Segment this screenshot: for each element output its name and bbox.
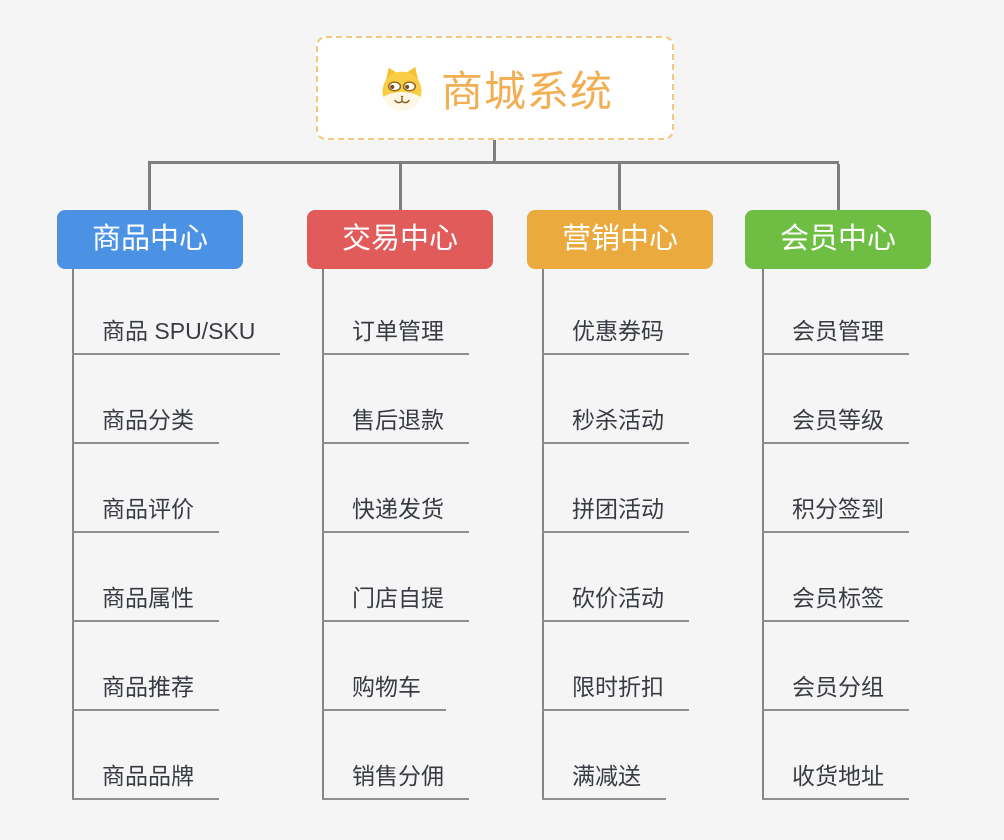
leaf-node[interactable]: 会员标签 [762,583,909,622]
connector-drop-products [148,164,151,210]
leaf-node[interactable]: 优惠券码 [542,316,689,355]
leaf-node[interactable]: 会员等级 [762,405,909,444]
leaf-node[interactable]: 秒杀活动 [542,405,689,444]
leaf-node[interactable]: 拼团活动 [542,494,689,533]
leaf-node[interactable]: 商品分类 [72,405,219,444]
leaf-node[interactable]: 订单管理 [322,316,469,355]
leaf-node[interactable]: 砍价活动 [542,583,689,622]
leaf-node[interactable]: 积分签到 [762,494,909,533]
connector-drop-marketing [618,164,621,210]
leaf-node[interactable]: 售后退款 [322,405,469,444]
leaf-node[interactable]: 商品评价 [72,494,219,533]
connector-drop-members [837,164,840,210]
branch-node-products[interactable]: 商品中心 [57,210,243,269]
leaf-node[interactable]: 购物车 [322,672,446,711]
trunk-line-members [762,269,764,799]
leaf-node[interactable]: 商品品牌 [72,761,219,800]
shiba-doge-icon [382,66,422,111]
connector-root-drop [493,140,496,163]
leaf-node[interactable]: 门店自提 [322,583,469,622]
root-title: 商城系统 [440,67,613,115]
trunk-line-marketing [542,269,544,799]
branch-node-trade[interactable]: 交易中心 [307,210,493,269]
trunk-line-trade [322,269,324,799]
leaf-node[interactable]: 快递发货 [322,494,469,533]
leaf-node[interactable]: 销售分佣 [322,761,469,800]
connector-drop-trade [399,164,402,210]
connector-bus [148,161,839,164]
leaf-node[interactable]: 会员分组 [762,672,909,711]
branch-node-marketing[interactable]: 营销中心 [527,210,713,269]
leaf-node[interactable]: 会员管理 [762,316,909,355]
leaf-node[interactable]: 收货地址 [762,761,909,800]
root-node[interactable]: 商城系统 [316,36,674,140]
branch-node-members[interactable]: 会员中心 [745,210,931,269]
trunk-line-products [72,269,74,799]
leaf-node[interactable]: 商品属性 [72,583,219,622]
leaf-node[interactable]: 满减送 [542,761,666,800]
leaf-node[interactable]: 商品 SPU/SKU [72,316,281,355]
leaf-node[interactable]: 商品推荐 [72,672,219,711]
leaf-node[interactable]: 限时折扣 [542,672,689,711]
